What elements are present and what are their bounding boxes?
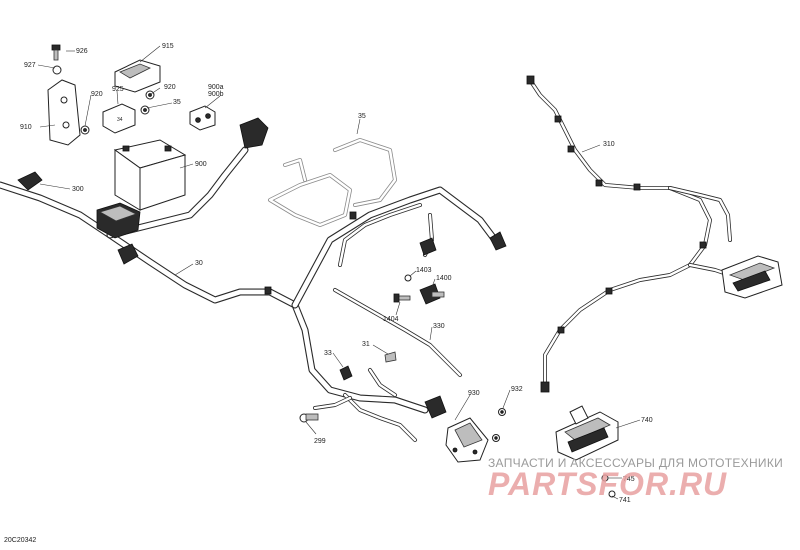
callout-932: 932 <box>511 386 523 393</box>
connector-310-end <box>489 231 507 251</box>
bolt-1403 <box>404 274 412 282</box>
callout-920-right: 920 <box>164 84 176 91</box>
callout-300: 300 <box>72 186 84 193</box>
bracket-900ab <box>189 105 216 131</box>
callout-926: 926 <box>76 48 88 55</box>
callout-34: 34 <box>117 117 123 123</box>
callout-310: 310 <box>603 141 615 148</box>
callout-915: 915 <box>162 43 174 50</box>
taillight-upper <box>721 255 783 299</box>
callout-920-left: 920 <box>91 91 103 98</box>
callout-745: 745 <box>623 476 635 483</box>
callout-740: 740 <box>641 417 653 424</box>
fuse-box <box>96 202 141 239</box>
cover-925 <box>102 103 136 134</box>
callout-741: 741 <box>619 497 631 504</box>
callout-1404: 1404 <box>383 316 399 323</box>
clip-31 <box>384 351 397 363</box>
harness-clips <box>264 75 707 393</box>
watermark-tagline: ЗАПЧАСТИ И АКСЕССУАРЫ ДЛЯ МОТОТЕХНИКИ <box>488 456 784 470</box>
callout-30: 30 <box>195 260 203 267</box>
taillight-740 <box>555 405 619 461</box>
callout-35-middle: 35 <box>358 113 366 120</box>
callout-900a: 900a <box>208 84 224 91</box>
fasteners-741-745 <box>601 474 616 498</box>
callout-labels: 926 927 915 920 920 925 34 35 900a 900b … <box>20 43 653 504</box>
screws-932 <box>492 408 506 442</box>
callout-927: 927 <box>24 62 36 69</box>
callout-35-top: 35 <box>173 99 181 106</box>
connector-left-end <box>17 171 43 191</box>
callout-925: 925 <box>112 86 124 93</box>
callout-900: 900 <box>195 161 207 168</box>
callout-900b: 900b <box>208 91 224 98</box>
callout-33: 33 <box>324 350 332 357</box>
callout-910: 910 <box>20 124 32 131</box>
sensor-1400 <box>419 283 445 305</box>
callout-330: 330 <box>433 323 445 330</box>
watermark-logo: PARTSFOR.RU <box>488 466 728 502</box>
callout-31: 31 <box>362 341 370 348</box>
clip-33 <box>339 365 353 381</box>
connector-top <box>239 117 269 149</box>
leader-lines <box>37 45 641 500</box>
ground-stud-299 <box>299 413 319 423</box>
rear-harness-310 <box>528 78 732 387</box>
callout-1403: 1403 <box>416 267 432 274</box>
diagram-code: 20C20342 <box>4 537 37 544</box>
frame-structure <box>268 138 397 227</box>
holder-915 <box>114 59 161 93</box>
module-930 <box>445 417 489 463</box>
callout-930: 930 <box>468 390 480 397</box>
battery-bracket-910 <box>47 79 81 146</box>
bolt-1404 <box>393 293 411 303</box>
connector-30 <box>117 243 139 265</box>
callout-1400: 1400 <box>436 275 452 282</box>
connector-930-plug <box>424 395 447 419</box>
battery-900 <box>113 139 187 211</box>
callout-299: 299 <box>314 438 326 445</box>
connector-1403 <box>419 237 437 256</box>
